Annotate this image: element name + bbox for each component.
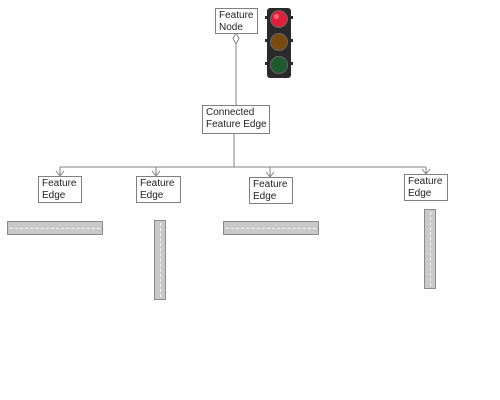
horizontal-road-icon (7, 221, 103, 235)
feature-node-box: Feature Node (215, 8, 258, 34)
vertical-road-icon (424, 209, 436, 289)
green-lamp (270, 56, 288, 74)
feature-edge-box-1: Feature Edge (38, 176, 82, 203)
connector-drop-2 (151, 167, 161, 177)
feature-edge-box-3: Feature Edge (249, 177, 293, 204)
connected-feature-edge-box: Connected Feature Edge (202, 105, 270, 134)
amber-lamp (270, 33, 288, 51)
horizontal-road-icon (223, 221, 319, 235)
feature-edge-box-4: Feature Edge (404, 174, 448, 201)
composition-diamond (232, 31, 240, 46)
vertical-road-icon (154, 220, 166, 300)
red-lamp (270, 10, 288, 28)
connector-drop-4 (421, 167, 431, 175)
connector-drop-3 (265, 167, 275, 178)
traffic-light-icon (265, 8, 293, 83)
feature-edge-box-2: Feature Edge (136, 176, 181, 203)
connector-drop-1 (55, 167, 65, 177)
